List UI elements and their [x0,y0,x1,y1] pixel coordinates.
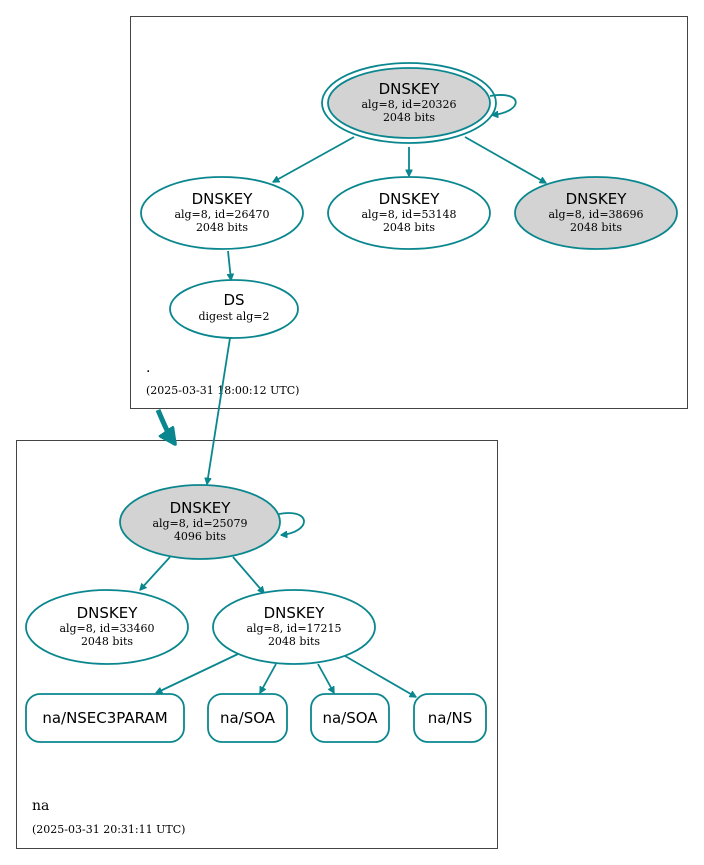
root-dnskey-38696-alg-id: alg=8, id=38696 [548,208,643,221]
rr-soa-1-shape [207,693,288,743]
root-ksk-shape [327,67,491,139]
root-dnskey-38696-title: DNSKEY [566,190,628,208]
edge-na-ksk-self [278,512,305,535]
na-ksk-alg-id: alg=8, id=25079 [152,517,247,530]
root-ksk-title: DNSKEY [379,80,441,98]
edge-17215-to-nsec3param [156,653,239,693]
root-dnskey-38696-bits: 2048 bits [570,221,622,234]
ds-shape [169,279,299,339]
root-dnskey-53148-bits: 2048 bits [383,221,435,234]
na-dnskey-17215-shape [212,589,376,665]
node-na-ksk: DNSKEY alg=8, id=25079 4096 bits [119,484,281,560]
na-ksk-title: DNSKEY [170,499,232,517]
na-zone-name: na [32,798,49,814]
node-rr-nsec3param: na/NSEC3PARAM [25,693,185,743]
node-na-dnskey-17215: DNSKEY alg=8, id=17215 2048 bits [212,589,376,665]
na-dnskey-17215-bits: 2048 bits [268,635,320,648]
node-rr-soa-1: na/SOA [207,693,288,743]
node-root-dnskey-38696: DNSKEY alg=8, id=38696 2048 bits [514,176,678,250]
root-dnskey-26470-shape [140,176,304,250]
edges [140,94,546,698]
edge-17215-to-soa-1 [259,663,277,693]
root-dnskey-53148-shape [327,176,491,250]
na-dnskey-33460-alg-id: alg=8, id=33460 [59,622,154,635]
na-dnskey-33460-bits: 2048 bits [81,635,133,648]
rr-nsec3param-label: na/NSEC3PARAM [42,709,167,727]
root-dnskey-26470-title: DNSKEY [192,190,254,208]
na-dnskey-17215-alg-id: alg=8, id=17215 [246,622,341,635]
edge-root-ksk-self [489,94,517,115]
root-ksk-outer-ring [321,62,497,144]
node-root-dnskey-53148: DNSKEY alg=8, id=53148 2048 bits [327,176,491,250]
na-ksk-bits: 4096 bits [174,530,226,543]
rr-ns-shape [413,693,487,743]
edge-root-ksk-to-38696 [464,136,546,184]
node-na-dnskey-33460: DNSKEY alg=8, id=33460 2048 bits [25,589,189,665]
node-ds: DS digest alg=2 [169,279,299,339]
edge-17215-to-ns [344,655,416,698]
na-ksk-shape [119,484,281,560]
root-dnskey-38696-shape [514,176,678,250]
root-dnskey-53148-title: DNSKEY [379,190,441,208]
ds-title: DS [223,291,244,309]
root-ksk-bits: 2048 bits [383,111,435,124]
edge-26470-to-ds [228,250,231,280]
root-dnskey-26470-bits: 2048 bits [196,221,248,234]
rr-soa-2-label: na/SOA [322,709,378,727]
rr-ns-label: na/NS [428,709,473,727]
node-root-dnskey-26470: DNSKEY alg=8, id=26470 2048 bits [140,176,304,250]
node-rr-ns: na/NS [413,693,487,743]
edge-na-ksk-to-33460 [140,556,171,590]
rr-nsec3param-shape [25,693,185,743]
node-rr-soa-2: na/SOA [310,693,390,743]
delegation-edge [155,409,175,444]
na-zone-timestamp: (2025-03-31 20:31:11 UTC) [32,823,185,836]
root-zone-timestamp: (2025-03-31 18:00:12 UTC) [146,384,299,397]
root-zone-name: . [146,360,150,376]
rr-soa-1-label: na/SOA [220,709,276,727]
root-dnskey-53148-alg-id: alg=8, id=53148 [361,208,456,221]
na-dnskey-33460-title: DNSKEY [77,604,139,622]
root-ksk-alg-id: alg=8, id=20326 [361,98,456,111]
edge-ds-to-na-ksk [207,337,231,484]
edge-na-ksk-to-17215 [232,556,264,593]
na-dnskey-33460-shape [25,589,189,665]
edge-root-ksk-to-26470 [273,136,355,183]
root-dnskey-26470-alg-id: alg=8, id=26470 [174,208,269,221]
node-root-ksk: DNSKEY alg=8, id=20326 2048 bits [321,62,497,144]
rr-soa-2-shape [310,693,390,743]
na-dnskey-17215-title: DNSKEY [264,604,326,622]
ds-digest-alg: digest alg=2 [198,310,269,323]
edge-17215-to-soa-2 [317,663,335,693]
